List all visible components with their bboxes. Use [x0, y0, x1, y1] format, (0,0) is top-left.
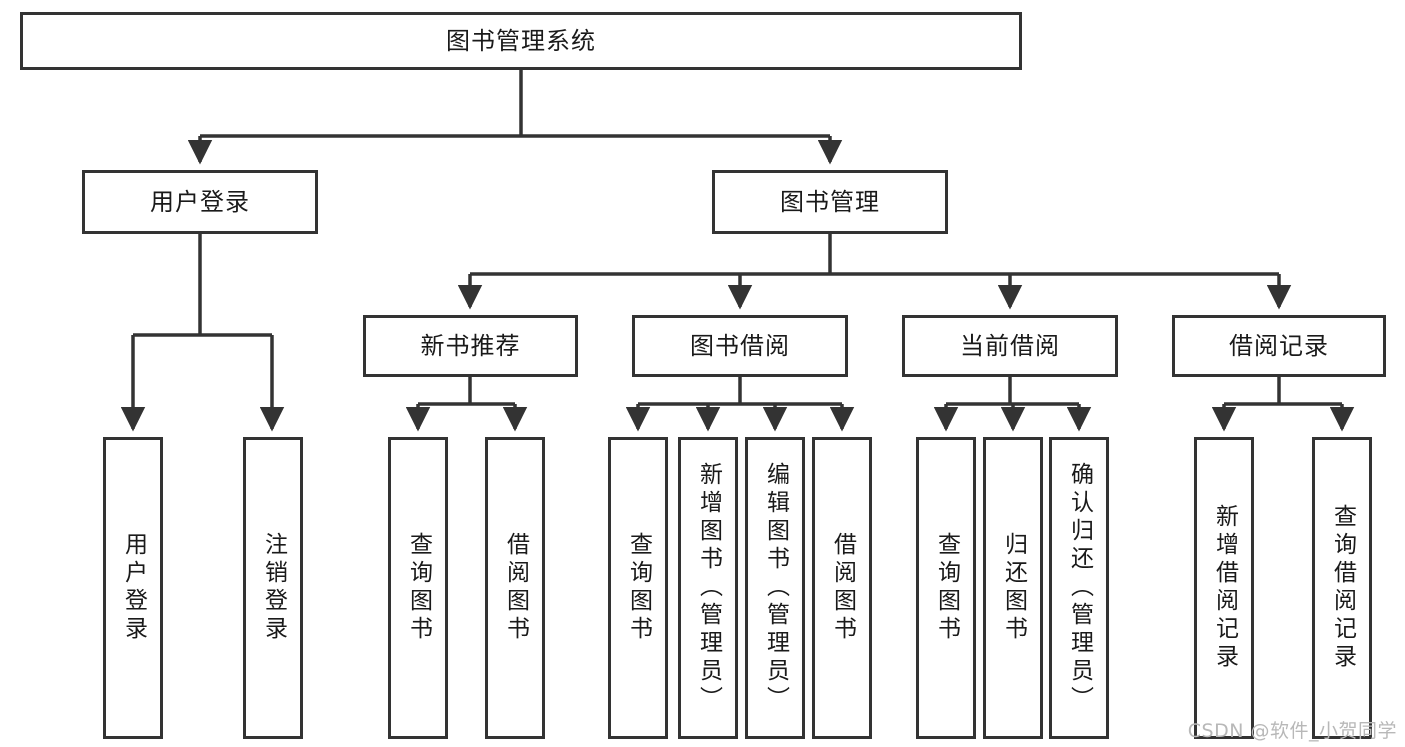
node-book-manage[interactable]: 图书管理	[712, 170, 948, 234]
node-leaf-user-login[interactable]: 用户登录	[103, 437, 163, 739]
node-book-borrow[interactable]: 图书借阅	[632, 315, 848, 377]
node-label: 新书推荐	[420, 331, 521, 360]
node-leaf-add-book[interactable]: 新增图书（管理员）	[678, 437, 738, 739]
node-leaf-add-record[interactable]: 新增借阅记录	[1194, 437, 1254, 739]
node-user-login[interactable]: 用户登录	[82, 170, 318, 234]
node-label: 图书管理系统	[446, 26, 596, 55]
node-label: 编辑图书（管理员）	[762, 462, 789, 714]
csdn-watermark: CSDN @软件_小贺同学	[1187, 720, 1397, 742]
node-label: 图书管理	[780, 187, 880, 216]
node-leaf-return-book[interactable]: 归还图书	[983, 437, 1043, 739]
node-leaf-user-logout[interactable]: 注销登录	[243, 437, 303, 739]
node-label: 借阅图书	[502, 532, 529, 644]
node-label: 用户登录	[150, 187, 250, 216]
node-leaf-query-book-1[interactable]: 查询图书	[388, 437, 448, 739]
node-borrow-record[interactable]: 借阅记录	[1172, 315, 1386, 377]
node-leaf-query-book-3[interactable]: 查询图书	[916, 437, 976, 739]
node-leaf-confirm-return[interactable]: 确认归还（管理员）	[1049, 437, 1109, 739]
node-leaf-borrow-book-2[interactable]: 借阅图书	[812, 437, 872, 739]
node-label: 借阅图书	[829, 532, 856, 644]
node-root[interactable]: 图书管理系统	[20, 12, 1022, 70]
node-label: 注销登录	[260, 532, 287, 644]
node-label: 确认归还（管理员）	[1066, 462, 1093, 714]
node-label: 查询图书	[405, 532, 432, 644]
node-label: 查询借阅记录	[1329, 504, 1356, 672]
node-label: 查询图书	[933, 532, 960, 644]
node-label: 借阅记录	[1229, 331, 1329, 360]
node-leaf-query-record[interactable]: 查询借阅记录	[1312, 437, 1372, 739]
node-label: 用户登录	[120, 532, 147, 644]
node-label: 新增图书（管理员）	[695, 462, 722, 714]
node-label: 图书借阅	[690, 331, 790, 360]
node-leaf-edit-book[interactable]: 编辑图书（管理员）	[745, 437, 805, 739]
node-leaf-query-book-2[interactable]: 查询图书	[608, 437, 668, 739]
node-label: 查询图书	[625, 532, 652, 644]
node-leaf-borrow-book-1[interactable]: 借阅图书	[485, 437, 545, 739]
node-current-borrow[interactable]: 当前借阅	[902, 315, 1118, 377]
node-label: 归还图书	[1000, 532, 1027, 644]
node-label: 新增借阅记录	[1211, 504, 1238, 672]
node-new-book-rec[interactable]: 新书推荐	[363, 315, 578, 377]
node-label: 当前借阅	[960, 331, 1060, 360]
